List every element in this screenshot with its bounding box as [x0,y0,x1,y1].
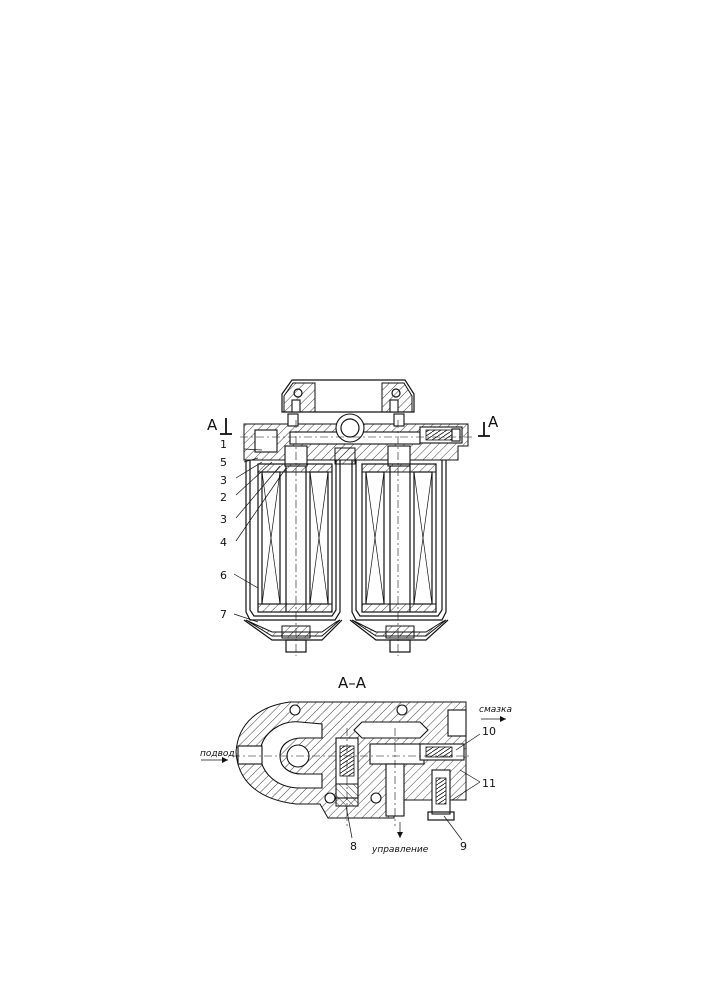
callout-11: 11 [482,777,496,790]
filter-head-housing [243,413,469,467]
filter-assembly-section: A A [207,379,499,656]
section-title: А–А [338,674,367,692]
callout-9: 9 [460,840,467,853]
section-mark-right: A [478,413,499,437]
flow-arrows [201,716,506,838]
callout-7: 7 [220,608,227,621]
section-letter-left: A [207,416,218,434]
callout-3a: 3 [220,474,227,487]
callout-8: 8 [350,840,357,853]
inlet-label: подвод [200,749,235,759]
mounting-bracket [281,379,415,413]
filter-bowl-right [349,460,449,653]
callout-3b: 3 [220,513,227,526]
callout-10: 10 [482,725,496,738]
callouts-top: 1 5 3 2 3 4 6 7 [220,438,227,621]
section-letter-right: A [488,413,499,431]
filter-bowl-left [243,460,343,653]
leader-lines-bottom [345,733,481,841]
section-mark-left: A [207,416,232,435]
callout-5: 5 [220,456,227,469]
control-label: управление [371,845,429,855]
callout-6: 6 [220,569,227,582]
leader-lines-top [233,448,287,623]
lubrication-label: смазка [479,705,512,715]
callout-2: 2 [220,491,227,504]
section-aa-view [232,701,470,826]
callout-4: 4 [220,536,227,549]
callout-1: 1 [220,438,227,451]
